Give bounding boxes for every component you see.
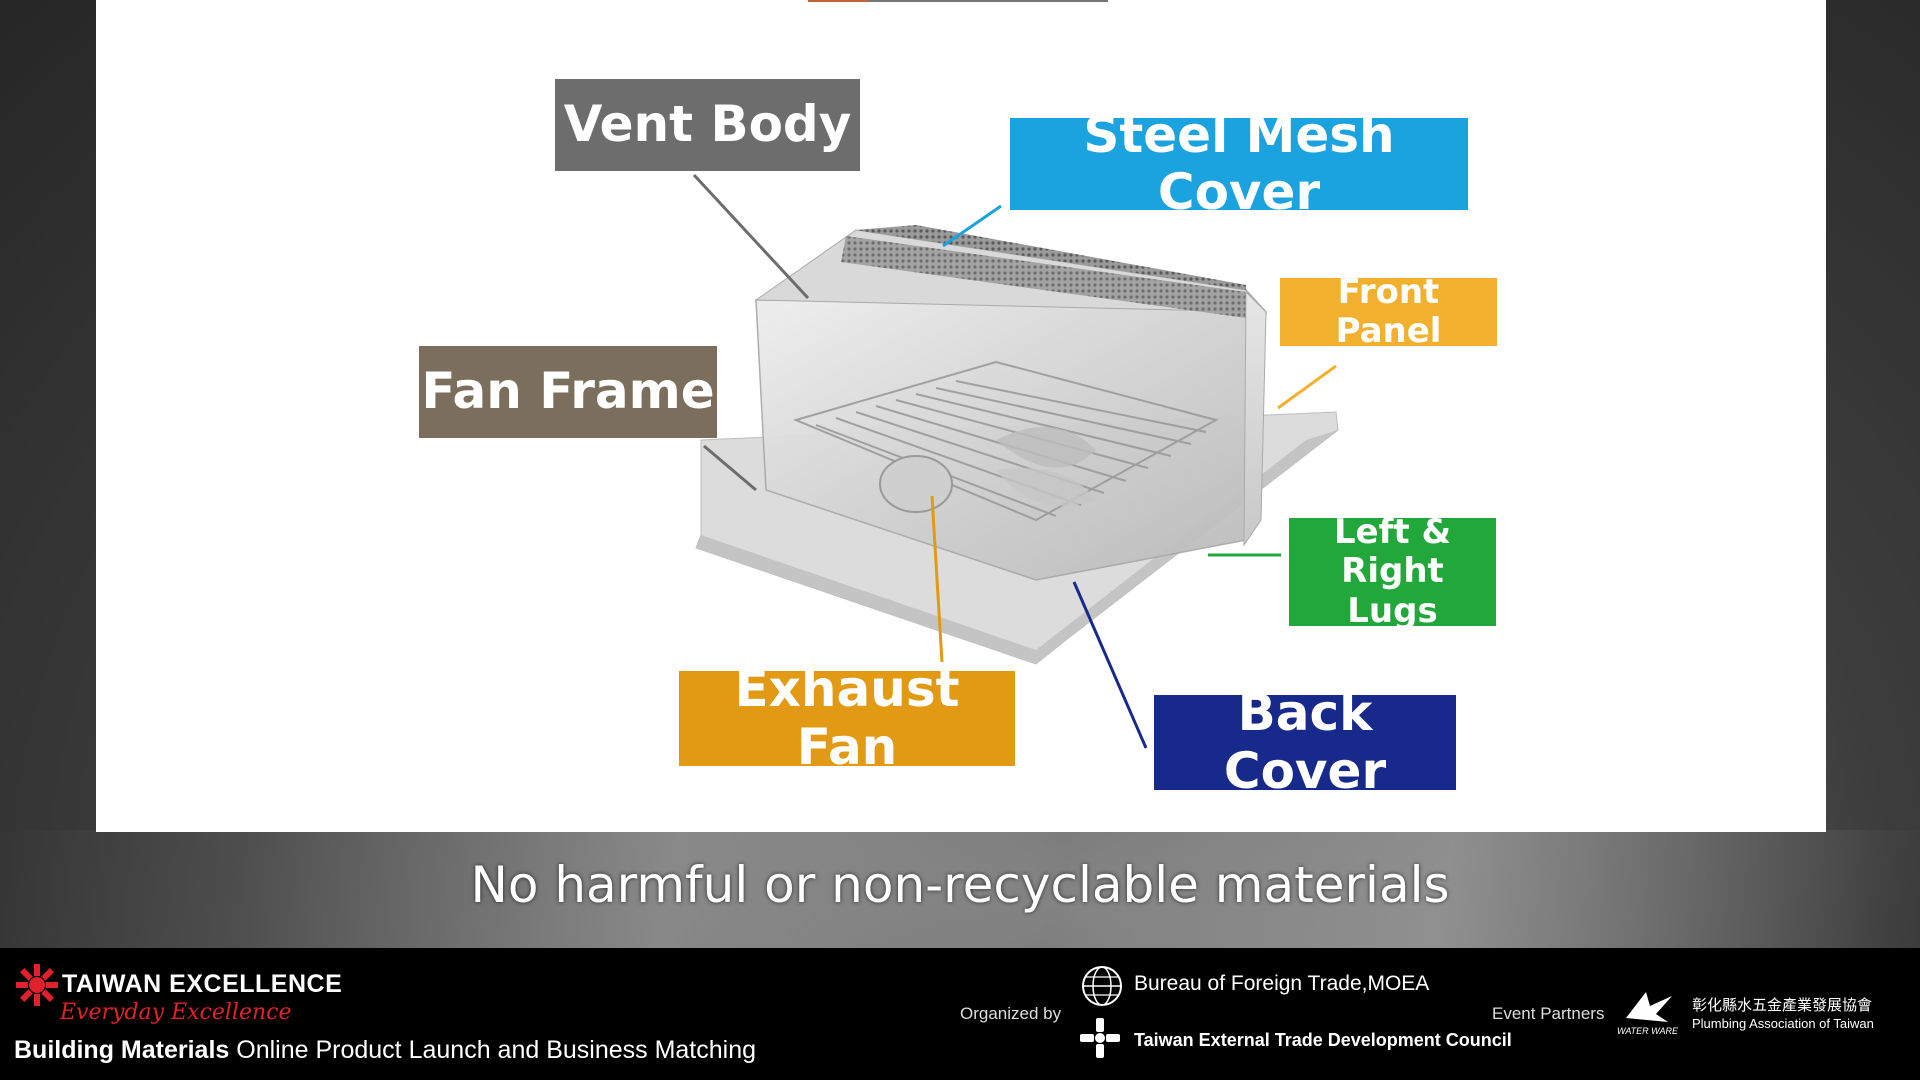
taiwan-excellence-tagline: Everyday Excellence [60,1000,292,1025]
label-exhaust-fan-text: Exhaust Fan [734,660,960,776]
event-title-bold: Building Materials [14,1036,230,1064]
organizer-taitra: Taiwan External Trade Development Counci… [1134,1030,1512,1050]
label-lugs-line2: Lugs [1347,590,1438,631]
steel-mesh [856,225,1246,290]
partner-name-english: Plumbing Association of Taiwan [1692,1016,1874,1031]
taiwan-excellence-brand: TAIWAN EXCELLENCE [62,970,343,998]
water-ware-bird-logo-icon [1626,992,1672,1022]
label-back-cover: Back Cover [1154,684,1456,799]
label-exhaust-fan: Exhaust Fan [679,660,1015,775]
partner-name-chinese: 彰化縣水五金產業發展協會 [1692,996,1873,1014]
roof-vent-product-illustration [692,173,1339,749]
fan-hub [879,455,953,513]
bureau-globe-logo-icon [1082,966,1122,1006]
label-front-panel: Front Panel [1280,272,1497,351]
label-steel-mesh-cover-text: Steel Mesh Cover [1083,105,1395,221]
taiwan-excellence-logo-icon [16,964,58,1006]
taitra-logo-icon [1080,1018,1120,1058]
subtitle-caption: No harmful or non-recyclable materials [470,856,1450,914]
organizer-bureau-foreign-trade: Bureau of Foreign Trade,MOEA [1134,972,1430,995]
label-fan-frame-text: Fan Frame [421,362,715,421]
leader-exhaust-fan [930,495,944,663]
organized-by-label: Organized by [960,1004,1062,1023]
leader-steel-mesh [942,204,1002,248]
label-back-cover-text: Back Cover [1223,684,1387,800]
leader-fan-frame [703,444,757,492]
footer-banner: TAIWAN EXCELLENCE Everyday Excellence Bu… [0,948,1920,1080]
presentation-slide: Vent Body Steel Mesh Cover Front Panel F… [96,0,1826,832]
background-light-streak [0,830,1920,948]
event-title-rest: Online Product Launch and Business Match… [229,1036,757,1064]
leader-front-panel [1277,364,1337,410]
label-front-panel-text: Front Panel [1335,271,1442,351]
label-steel-mesh-cover: Steel Mesh Cover [1010,106,1468,221]
event-partners-label: Event Partners [1492,1004,1605,1023]
label-vent-body: Vent Body [555,79,860,171]
water-ware-logo-text: WATER WARE [1617,1026,1679,1036]
event-title: Building Materials Online Product Launch… [14,1036,756,1065]
leader-vent-body [692,173,810,300]
label-left-right-lugs: Left & Right Lugs [1289,513,1496,630]
label-fan-frame: Fan Frame [419,346,717,438]
label-lugs-line1: Left & Right [1333,512,1452,592]
slide-top-mark [808,0,1108,2]
leader-back-cover [1072,581,1148,749]
label-vent-body-text: Vent Body [563,95,852,154]
